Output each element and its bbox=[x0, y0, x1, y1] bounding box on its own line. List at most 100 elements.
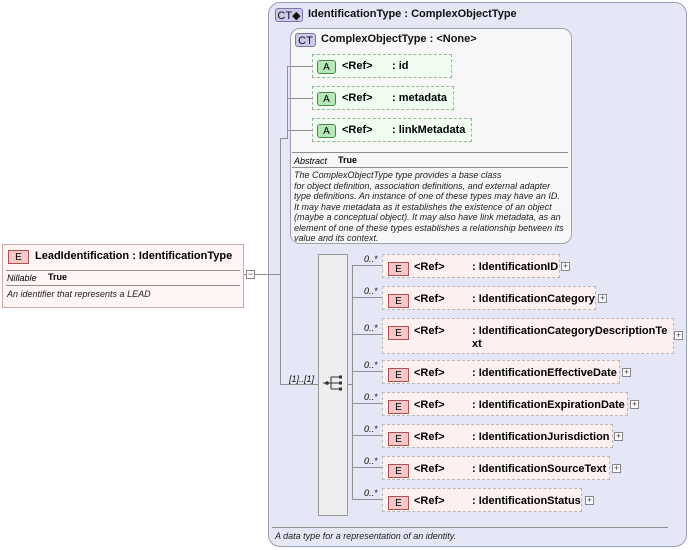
expand-plus-icon[interactable]: + bbox=[630, 399, 639, 409]
attr-connector-1 bbox=[287, 66, 312, 67]
element-name: : IdentificationExpirationDate bbox=[472, 399, 625, 411]
complex-type-icon[interactable]: CT bbox=[295, 33, 316, 47]
element-ref: <Ref> bbox=[414, 495, 445, 507]
inner-type-title: ComplexObjectType : <None> bbox=[321, 33, 477, 45]
element-ref: <Ref> bbox=[414, 463, 445, 475]
element-cardinality: 0..* bbox=[364, 392, 378, 402]
description-line: element of one of these types establishe… bbox=[294, 222, 564, 233]
inner-type-base: <None> bbox=[436, 33, 477, 45]
element-identification-status[interactable]: E <Ref> : IdentificationStatus bbox=[382, 488, 582, 512]
element-identification-source-text[interactable]: E <Ref> : IdentificationSourceText bbox=[382, 456, 610, 480]
abstract-value: True bbox=[338, 155, 358, 165]
element-identification-jurisdiction[interactable]: E <Ref> : IdentificationJurisdiction bbox=[382, 424, 613, 448]
element-identification-effective-date[interactable]: E <Ref> : IdentificationEffectiveDate bbox=[382, 360, 620, 384]
element-connector bbox=[352, 499, 382, 500]
description-line: (maybe a conceptual object). It may also… bbox=[294, 212, 561, 222]
element-cardinality: 0..* bbox=[364, 360, 378, 370]
abstract-label: Abstract bbox=[294, 156, 328, 166]
sequence-connector bbox=[280, 384, 318, 385]
element-name: : IdentificationCategory bbox=[472, 293, 595, 305]
elements-connector-stub bbox=[348, 384, 352, 385]
element-connector bbox=[352, 297, 382, 298]
description-line: type definitions. An instance of one of … bbox=[294, 191, 560, 201]
nillable-label: Nillable bbox=[7, 273, 37, 283]
attribute-linkmetadata[interactable]: A <Ref> : linkMetadata bbox=[312, 118, 472, 142]
outer-type-base: ComplexObjectType bbox=[411, 8, 517, 20]
outer-type-name: IdentificationType bbox=[308, 8, 402, 20]
element-cardinality: 0..* bbox=[364, 488, 378, 498]
attribute-metadata[interactable]: A <Ref> : metadata bbox=[312, 86, 454, 110]
outer-type-separator: : bbox=[404, 8, 409, 20]
expand-plus-icon[interactable]: + bbox=[598, 293, 607, 303]
root-element-separator: : bbox=[132, 250, 136, 262]
outer-footer-divider bbox=[272, 527, 668, 528]
inner-type-name: ComplexObjectType bbox=[321, 33, 427, 45]
expand-plus-icon[interactable]: + bbox=[561, 261, 570, 271]
root-divider-bottom bbox=[6, 285, 240, 286]
element-cardinality: 0..* bbox=[364, 456, 378, 466]
element-name: : IdentificationEffectiveDate bbox=[472, 367, 617, 379]
root-connector bbox=[244, 274, 280, 275]
attribute-ref: <Ref> bbox=[342, 92, 373, 104]
main-connector-vertical bbox=[280, 138, 281, 384]
element-connector bbox=[352, 435, 382, 436]
inner-divider-bottom bbox=[292, 167, 568, 168]
attr-connector-2 bbox=[287, 98, 312, 99]
element-name: : IdentificationSourceText bbox=[472, 463, 607, 475]
root-element-name: LeadIdentification bbox=[35, 250, 130, 262]
element-connector bbox=[352, 371, 382, 372]
root-element-type: IdentificationType bbox=[138, 250, 233, 262]
outer-type-description: A data type for a representation of an i… bbox=[275, 531, 457, 541]
element-name: : IdentificationJurisdiction bbox=[472, 431, 610, 443]
description-line: value and its context. bbox=[294, 233, 379, 243]
attribute-icon: A bbox=[317, 60, 336, 74]
expand-arrow-icon: ◆ bbox=[292, 10, 301, 22]
outer-type-title: IdentificationType : ComplexObjectType bbox=[308, 8, 517, 20]
inner-type-description: The ComplexObjectType type provides a ba… bbox=[294, 170, 570, 244]
expand-plus-icon[interactable]: + bbox=[585, 495, 594, 505]
description-line: for object definition, association defin… bbox=[294, 180, 551, 191]
attribute-name: : metadata bbox=[392, 92, 448, 104]
element-identification-id[interactable]: E <Ref> : IdentificationID bbox=[382, 254, 560, 278]
expand-plus-icon[interactable]: + bbox=[622, 367, 631, 377]
expand-plus-icon[interactable]: + bbox=[614, 431, 623, 441]
element-connector bbox=[352, 334, 382, 335]
element-cardinality: 0..* bbox=[364, 254, 378, 264]
attribute-name: : linkMetadata bbox=[392, 124, 466, 136]
complex-type-expanded-icon[interactable]: CT◆ bbox=[275, 8, 303, 22]
expand-plus-icon[interactable]: + bbox=[612, 463, 621, 473]
description-line: The ComplexObjectType type provides a ba… bbox=[294, 170, 502, 180]
element-ref: <Ref> bbox=[414, 325, 445, 337]
sequence-cardinality: [1]..[1] bbox=[289, 374, 315, 384]
element-name: : IdentificationID bbox=[472, 261, 559, 273]
lead-identification-element[interactable]: E LeadIdentification : IdentificationTyp… bbox=[2, 244, 244, 308]
attr-connector-stub bbox=[280, 138, 288, 139]
element-identification-expiration-date[interactable]: E <Ref> : IdentificationExpirationDate bbox=[382, 392, 628, 416]
element-icon: E bbox=[388, 464, 409, 478]
collapse-minus-icon[interactable]: − bbox=[246, 269, 255, 279]
root-element-description: An identifier that represents a LEAD bbox=[7, 289, 151, 299]
element-identification-category[interactable]: E <Ref> : IdentificationCategory bbox=[382, 286, 596, 310]
element-name: : IdentificationStatus bbox=[472, 495, 581, 507]
element-icon: E bbox=[388, 262, 409, 276]
attribute-id[interactable]: A <Ref> : id bbox=[312, 54, 452, 78]
element-icon: E bbox=[388, 496, 409, 510]
attr-connector-vertical bbox=[287, 66, 288, 138]
element-ref: <Ref> bbox=[414, 293, 445, 305]
attribute-ref: <Ref> bbox=[342, 60, 373, 72]
root-element-title: LeadIdentification : IdentificationType bbox=[35, 250, 232, 262]
element-ref: <Ref> bbox=[414, 367, 445, 379]
ct-badge-label: CT bbox=[277, 10, 293, 22]
expand-plus-icon[interactable]: + bbox=[674, 330, 683, 340]
element-cardinality: 0..* bbox=[364, 286, 378, 296]
element-icon: E bbox=[388, 294, 409, 308]
element-identification-category-description-text[interactable]: E <Ref> : IdentificationCategoryDescript… bbox=[382, 318, 674, 354]
elements-connector-vertical bbox=[352, 265, 353, 499]
attribute-ref: <Ref> bbox=[342, 124, 373, 136]
sequence-compositor[interactable] bbox=[318, 254, 348, 516]
element-connector bbox=[352, 265, 382, 266]
element-icon: E bbox=[388, 368, 409, 382]
element-icon: E bbox=[388, 432, 409, 446]
element-ref: <Ref> bbox=[414, 399, 445, 411]
element-icon: E bbox=[388, 326, 409, 340]
